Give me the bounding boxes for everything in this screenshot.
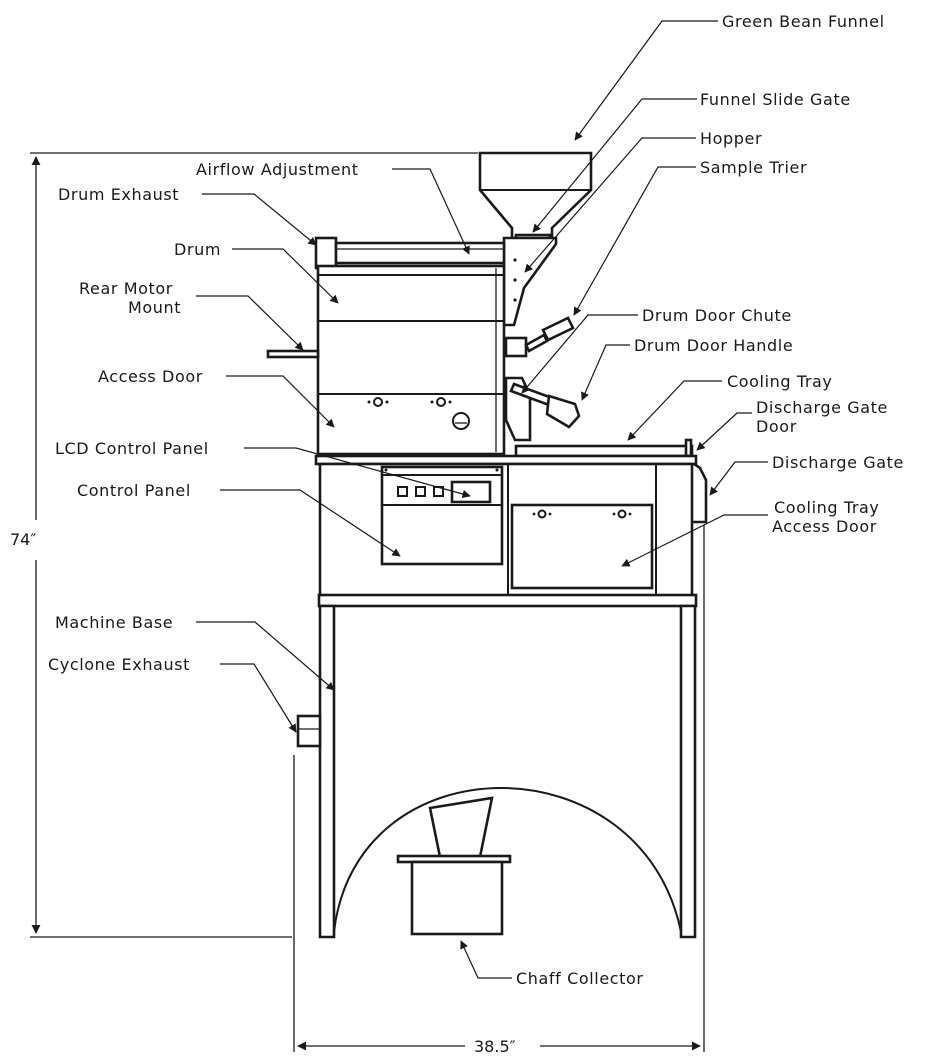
label-discharge-gate-door-2: Door <box>756 417 797 436</box>
label-cyclone-exhaust: Cyclone Exhaust <box>48 655 190 674</box>
access-door <box>367 397 470 430</box>
label-green-bean-funnel: Green Bean Funnel <box>722 12 885 31</box>
machine <box>266 151 708 939</box>
label-drum-door-handle: Drum Door Handle <box>634 336 793 355</box>
label-cooling-tray-access-door-2: Access Door <box>772 517 877 536</box>
label-machine-base: Machine Base <box>55 613 173 632</box>
leader-lines <box>196 20 768 979</box>
label-airflow-adjustment: Airflow Adjustment <box>196 160 359 179</box>
sample-trier <box>504 316 575 358</box>
lcd-control-panel <box>450 480 492 504</box>
label-rear-motor-mount-2: Mount <box>128 298 181 317</box>
drum-body <box>316 264 506 456</box>
rear-motor-mount <box>266 349 320 359</box>
dimension-width: 38.5″ <box>474 1037 516 1056</box>
dimension-height: 74″ <box>10 530 36 549</box>
label-lcd-control-panel: LCD Control Panel <box>55 439 209 458</box>
label-sample-trier: Sample Trier <box>700 158 807 177</box>
cyclone-exhaust <box>296 714 322 748</box>
label-control-panel: Control Panel <box>77 481 191 500</box>
label-hopper: Hopper <box>700 129 762 148</box>
label-discharge-gate: Discharge Gate <box>772 453 904 472</box>
chaff-collector <box>396 796 512 936</box>
label-drum-exhaust: Drum Exhaust <box>58 185 179 204</box>
airflow-adjustment <box>334 241 506 265</box>
label-discharge-gate-door-1: Discharge Gate <box>756 398 888 417</box>
green-bean-funnel <box>478 151 593 240</box>
label-access-door: Access Door <box>98 367 203 386</box>
machine-base <box>317 593 698 939</box>
label-drum-door-chute: Drum Door Chute <box>642 306 792 325</box>
cooling-tray <box>514 438 694 458</box>
drum-exhaust <box>314 236 338 270</box>
cooling-tray-access-door <box>510 503 654 590</box>
hopper <box>502 236 558 327</box>
label-cooling-tray: Cooling Tray <box>727 372 833 391</box>
labels: Green Bean Funnel Funnel Slide Gate Hopp… <box>10 12 904 1056</box>
label-funnel-slide-gate: Funnel Slide Gate <box>700 90 851 109</box>
label-rear-motor-mount-1: Rear Motor <box>79 279 173 298</box>
dimension-lines <box>30 152 705 1052</box>
label-drum: Drum <box>174 240 221 259</box>
label-cooling-tray-access-door-1: Cooling Tray <box>774 498 880 517</box>
drum-door-handle <box>509 382 581 429</box>
label-chaff-collector: Chaff Collector <box>516 969 644 988</box>
